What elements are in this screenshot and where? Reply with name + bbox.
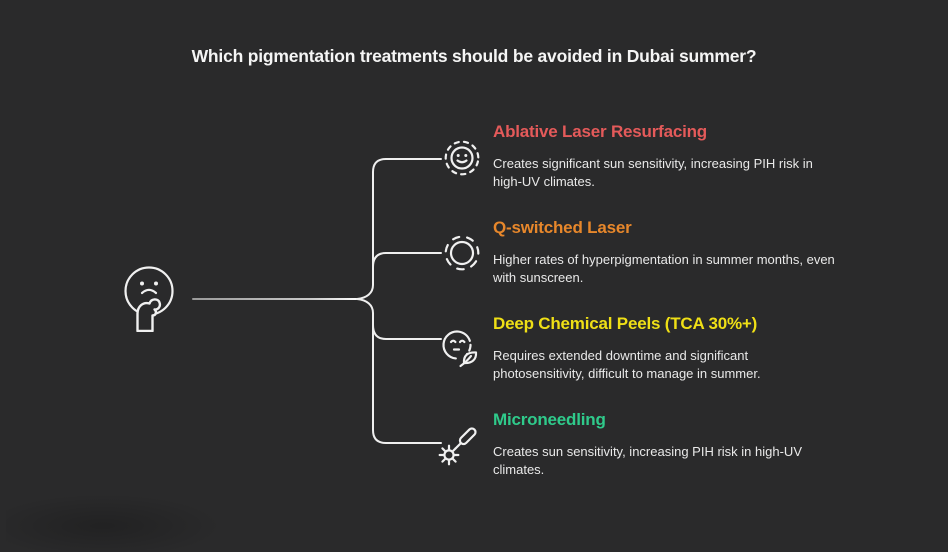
item-heading-q-switched-laser: Q-switched Laser <box>493 218 632 237</box>
branch-line-2 <box>372 252 442 268</box>
branch-line-1 <box>356 158 442 300</box>
microneedling-roller-icon <box>438 427 477 466</box>
laser-ring-icon <box>444 235 480 271</box>
thinking-face-icon <box>124 266 174 332</box>
item-description-deep-chemical-peels: Requires extended downtime and significa… <box>493 348 761 381</box>
item-description-q-switched-laser: Higher rates of hyperpigmentation in sum… <box>493 252 835 285</box>
watermark <box>6 494 221 552</box>
item-description-ablative-laser: Creates significant sun sensitivity, inc… <box>493 156 813 189</box>
page-title: Which pigmentation treatments should be … <box>191 46 757 66</box>
item-description-microneedling: Creates sun sensitivity, increasing PIH … <box>493 444 802 477</box>
item-heading-ablative-laser: Ablative Laser Resurfacing <box>493 122 707 141</box>
face-with-leaf-icon <box>442 330 478 368</box>
branch-line-4 <box>356 298 442 444</box>
branch-line-3 <box>372 324 442 340</box>
item-heading-deep-chemical-peels: Deep Chemical Peels (TCA 30%+) <box>493 314 758 333</box>
item-heading-microneedling: Microneedling <box>493 410 606 429</box>
smiley-face-dashed-circle-icon <box>444 140 480 176</box>
